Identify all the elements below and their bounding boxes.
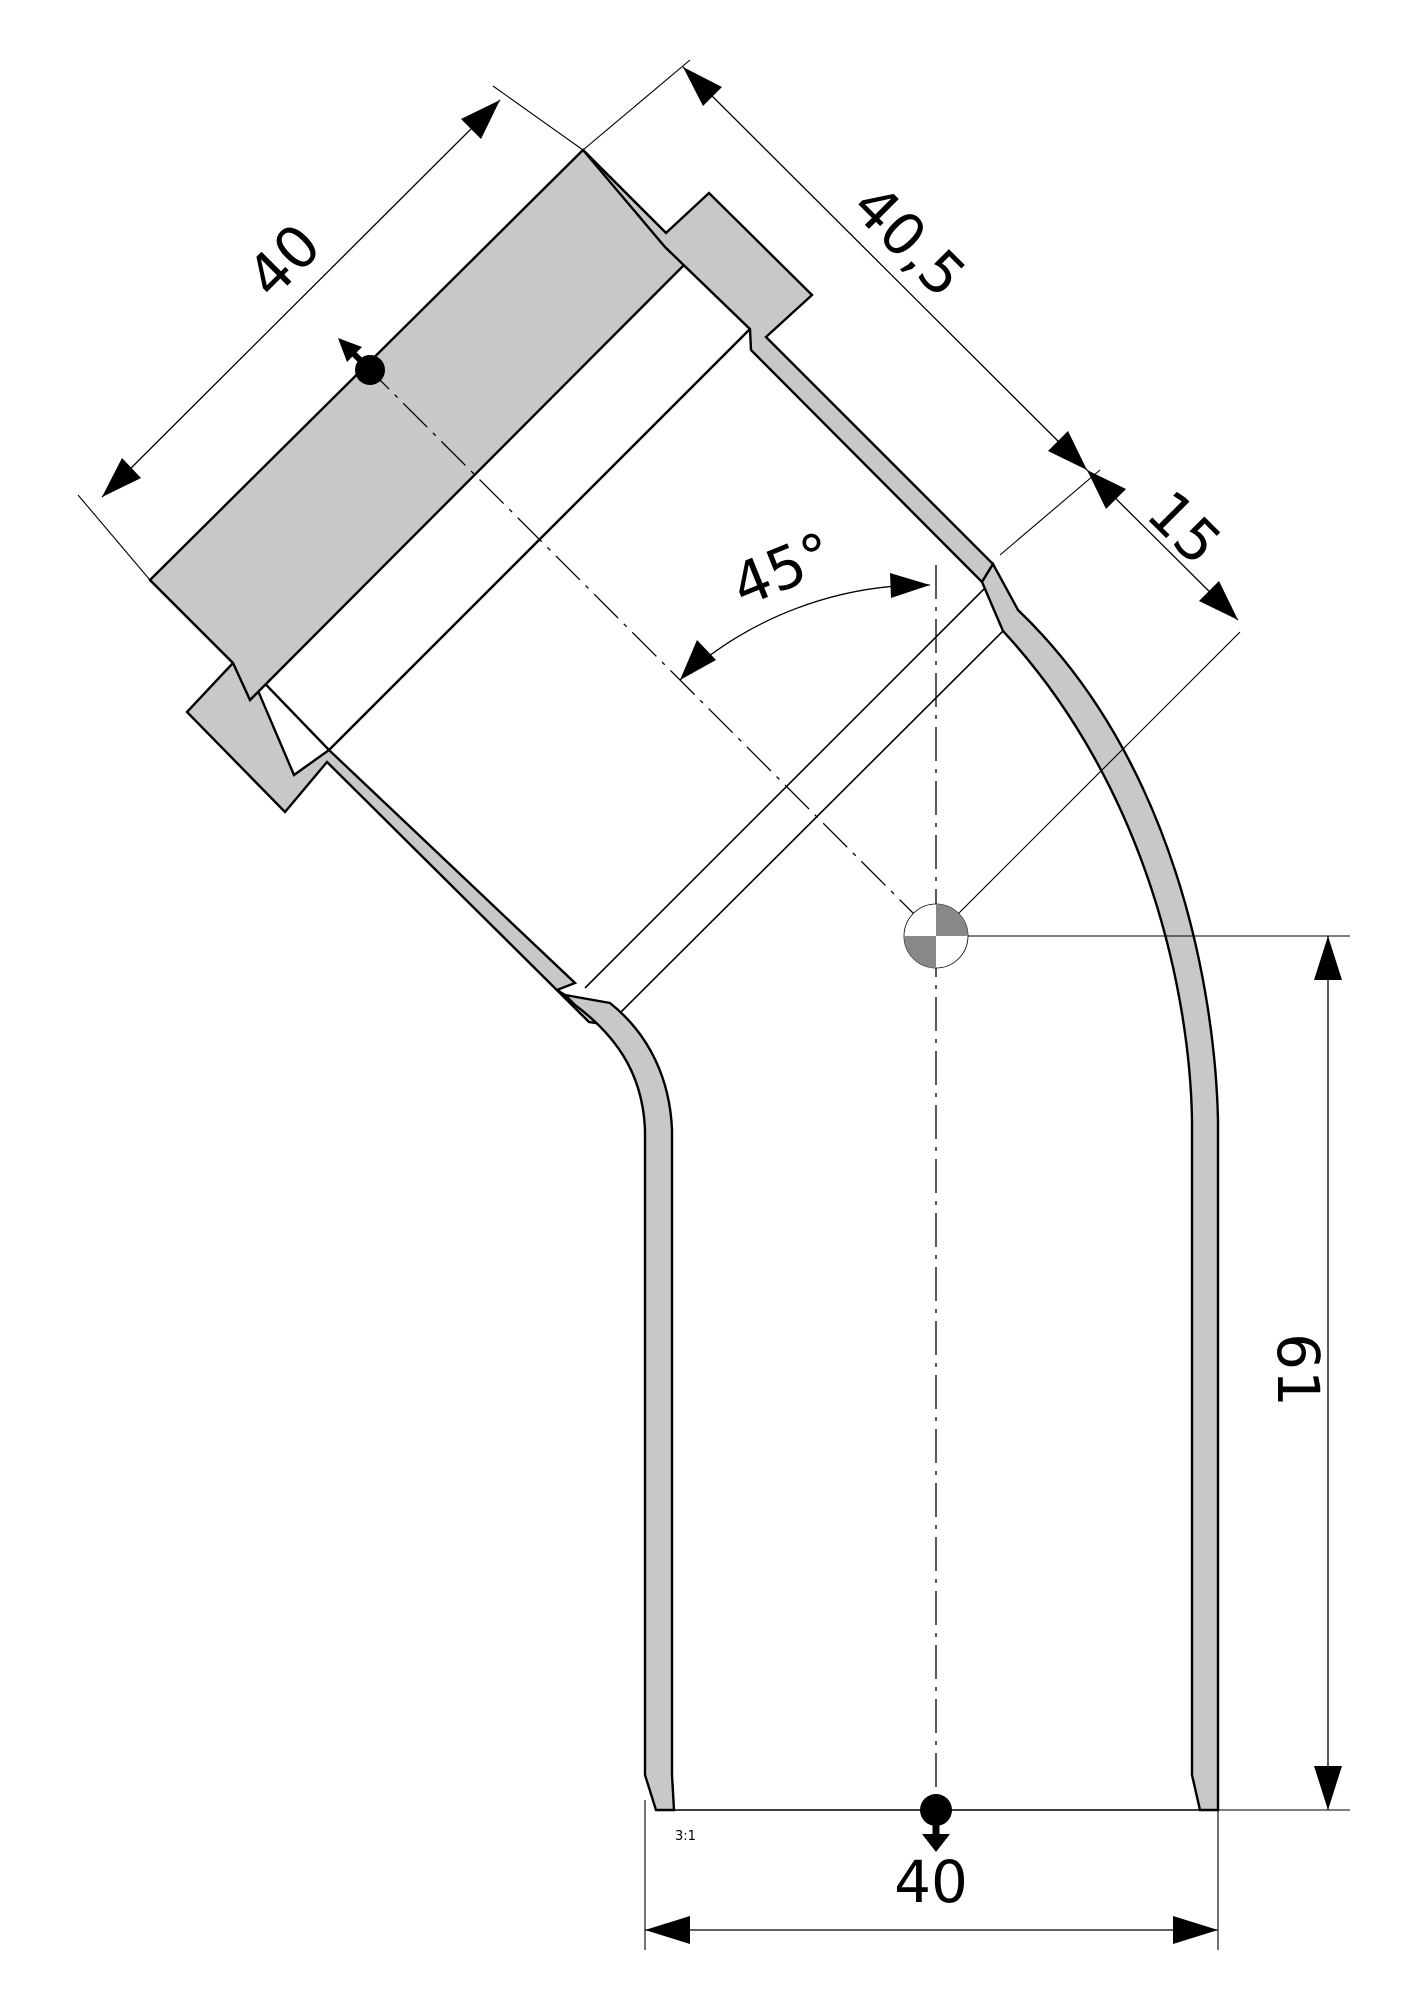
arrowhead xyxy=(102,458,141,497)
arrowhead xyxy=(683,67,722,106)
left-wall-lower xyxy=(561,993,676,1812)
arrowhead xyxy=(890,573,930,598)
arrowhead xyxy=(461,100,500,139)
dim-label-height: 61 xyxy=(1264,1333,1332,1407)
arrowhead xyxy=(680,640,716,680)
arrowhead xyxy=(1087,470,1126,509)
right-wall xyxy=(980,561,1220,1812)
bore-line-2 xyxy=(584,587,986,989)
pipe-elbow-body xyxy=(148,148,1220,1812)
dim-line xyxy=(101,99,501,498)
dim-label-angle: 45° xyxy=(722,519,843,621)
center-lines xyxy=(364,364,937,1810)
flow-in-marker-icon xyxy=(338,338,385,385)
dim-height: 61 xyxy=(955,935,1350,1811)
dim-label-top-socket-length: 40 xyxy=(234,211,334,311)
flow-out-marker-icon xyxy=(920,1794,952,1852)
angle-arc xyxy=(679,584,931,681)
dim-angle: 45° xyxy=(679,519,931,681)
dim-label-bottom-width: 40 xyxy=(894,1848,968,1916)
ext-line xyxy=(999,469,1101,556)
bore-line-1 xyxy=(619,630,1004,1014)
center-point-symbol-icon xyxy=(903,903,969,969)
arrowhead xyxy=(645,1916,690,1944)
scale-label: 3:1 xyxy=(675,1829,696,1844)
dim-line xyxy=(682,66,1088,471)
arrowhead xyxy=(1173,1916,1218,1944)
arrowhead xyxy=(1048,431,1087,470)
diagonal-axis xyxy=(364,364,937,937)
arrowhead xyxy=(1199,581,1238,620)
dim-bottom-width: 40 xyxy=(644,1800,1219,1950)
dim-label-top-width: 40,5 xyxy=(839,171,978,310)
ext-line xyxy=(582,59,691,151)
ext-line xyxy=(492,85,584,151)
arrowhead xyxy=(1314,1766,1342,1810)
ext-line xyxy=(77,494,151,581)
dim-label-top-offset: 15 xyxy=(1134,478,1234,578)
ext-line xyxy=(935,631,1241,937)
arrowhead xyxy=(1314,936,1342,980)
